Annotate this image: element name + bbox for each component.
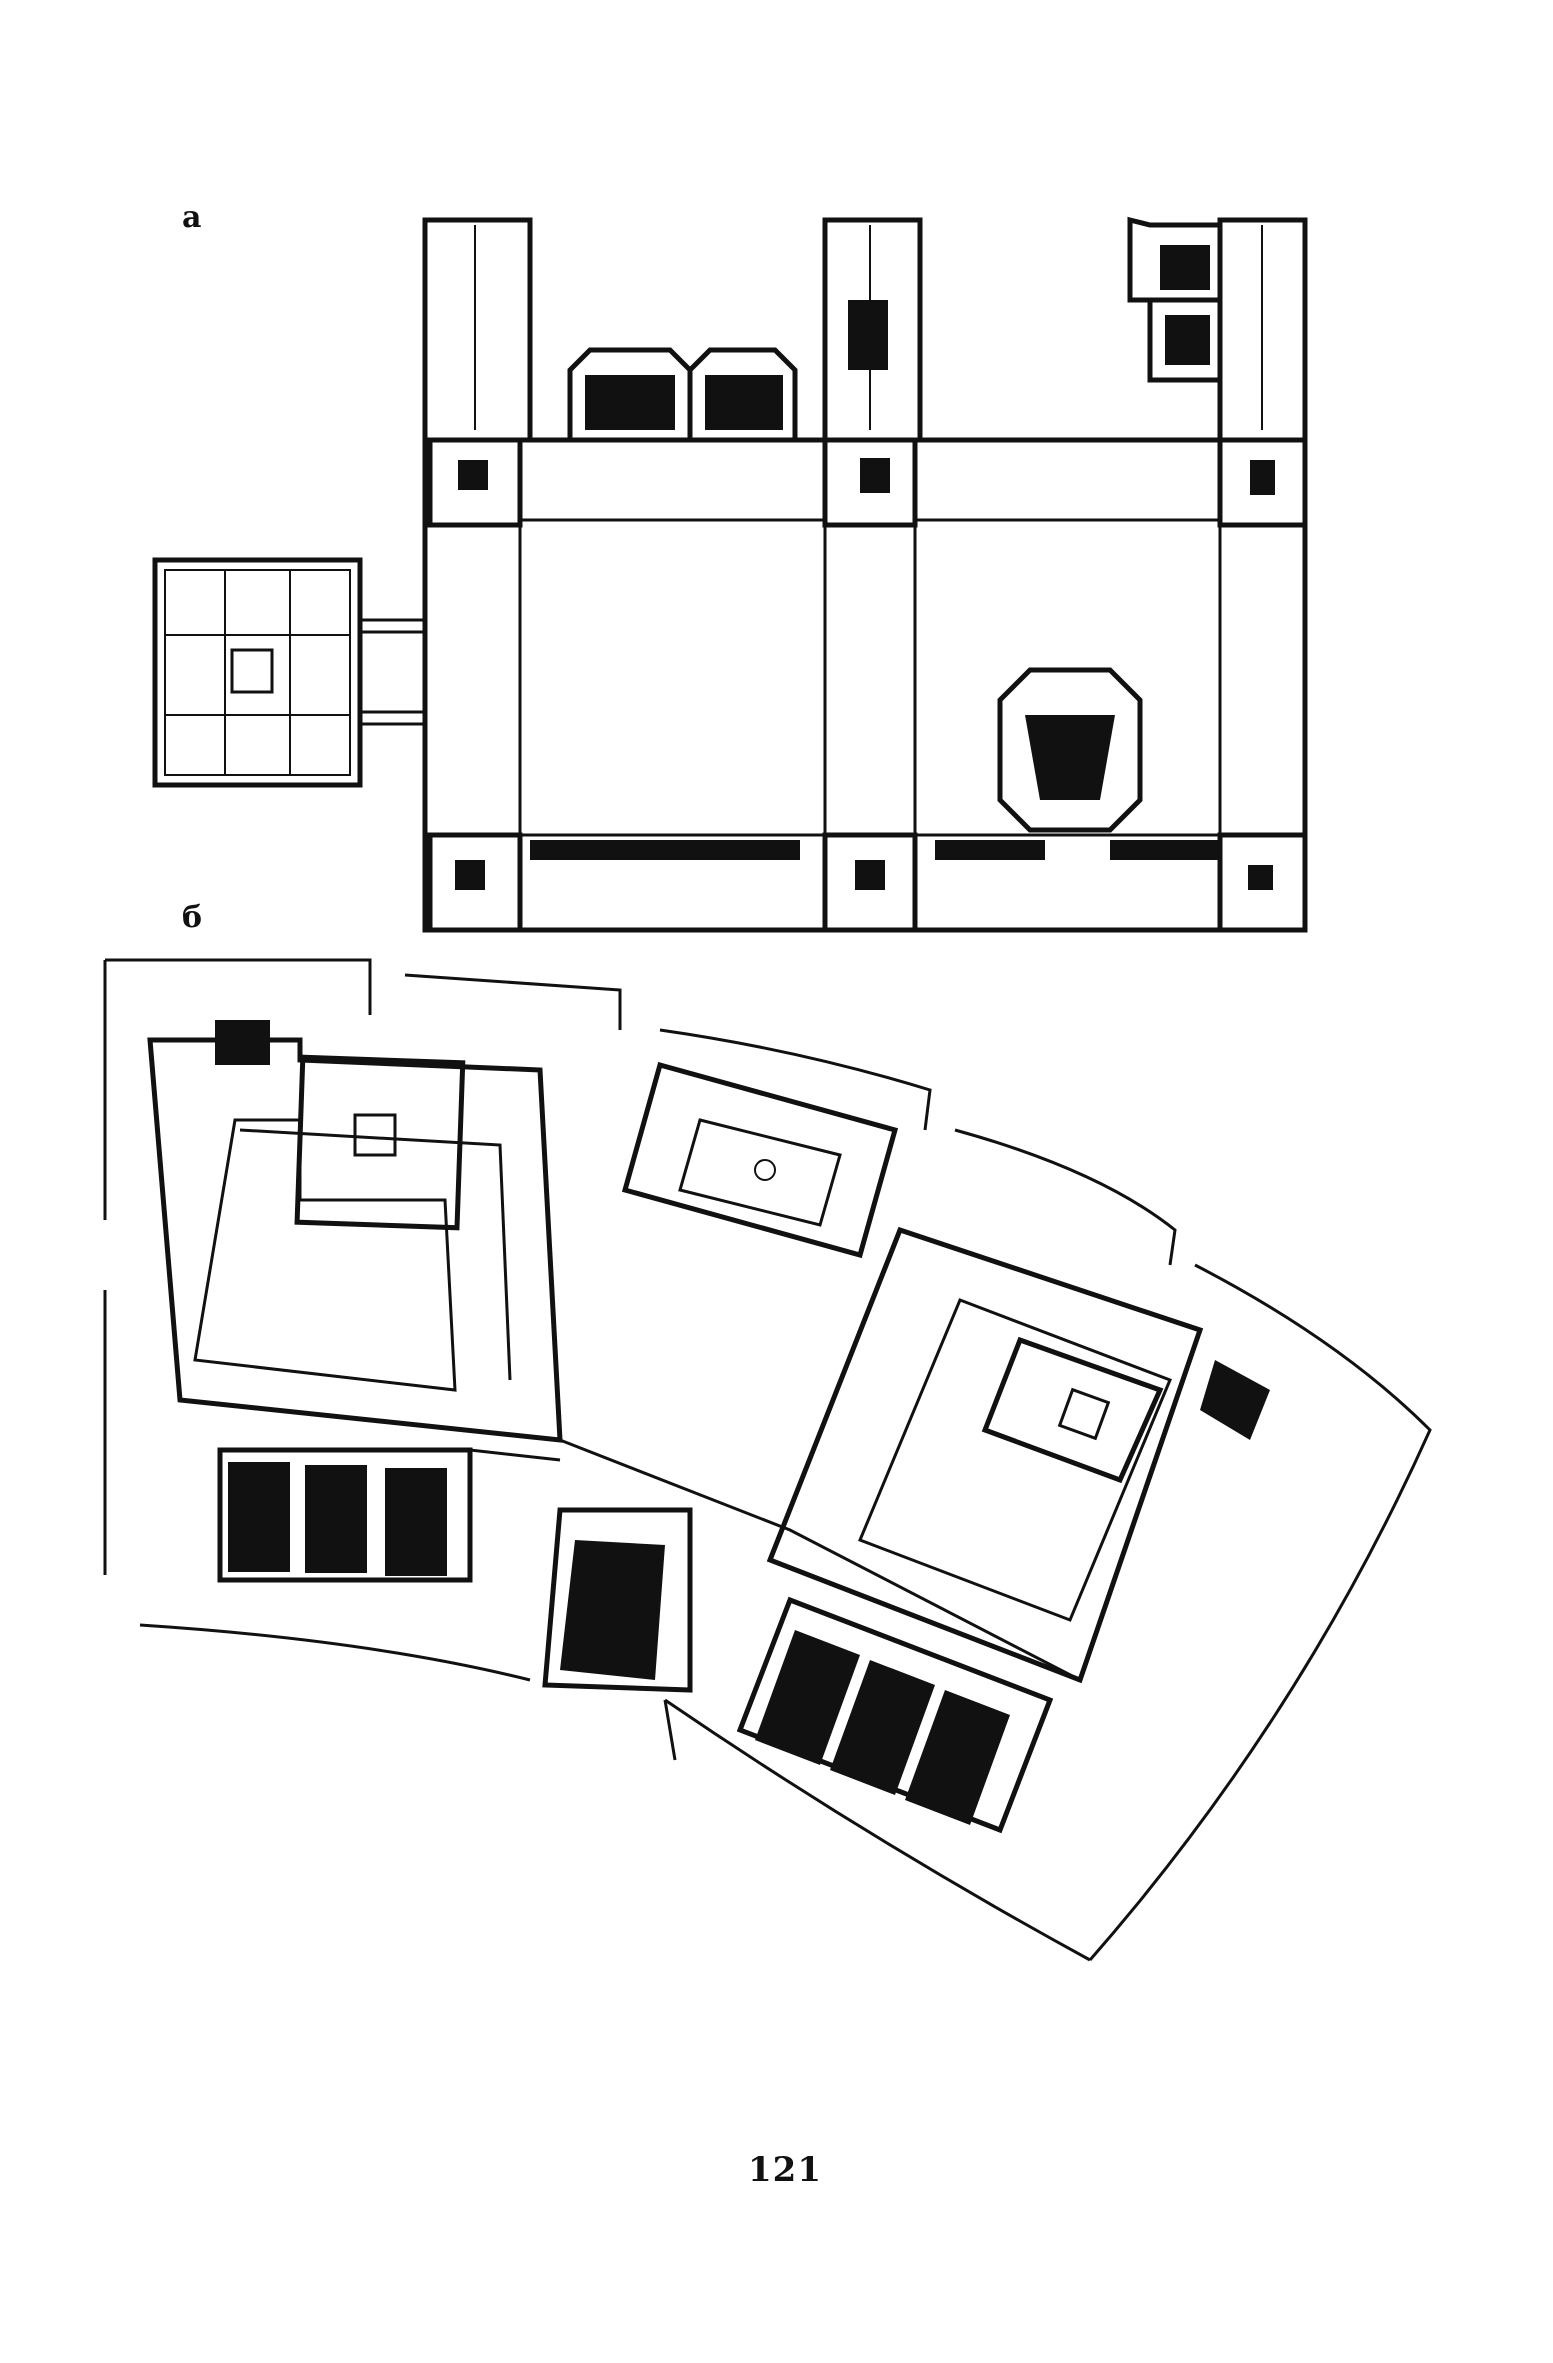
plan-b-site bbox=[103, 958, 1432, 1962]
plan-a-outline bbox=[422, 216, 1308, 933]
page-number: 121 bbox=[748, 2150, 822, 2190]
figure-label-b: б bbox=[182, 900, 203, 935]
figure-label-a: а bbox=[182, 200, 202, 235]
plan-b-building bbox=[147, 1020, 1270, 1834]
plan-a-annex bbox=[152, 557, 425, 788]
